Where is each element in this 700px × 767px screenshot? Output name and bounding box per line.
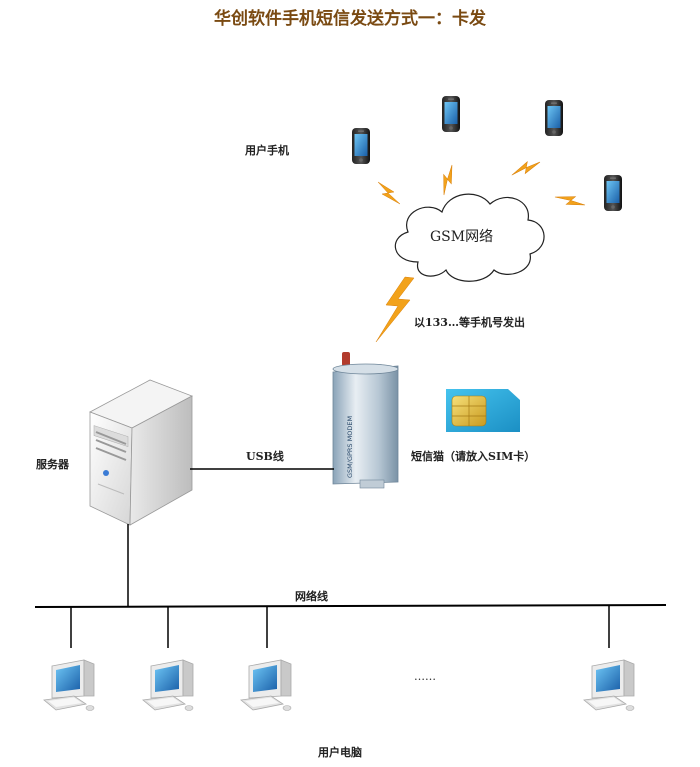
smartphone-icon [352, 128, 370, 164]
lightning-icon [511, 154, 541, 183]
lightning-icon [375, 276, 415, 343]
lightning-icon [554, 185, 586, 217]
lightning-icon [432, 164, 464, 196]
user-computers-label: 用户电脑 [318, 746, 362, 759]
sim-card-icon [446, 389, 520, 432]
ellipsis-label: …… [414, 670, 436, 683]
desktop-computer-icon [583, 659, 635, 711]
lightning-icon [377, 181, 401, 205]
network-backbone-line [34, 604, 667, 608]
desktop-computer-icon [142, 659, 194, 711]
cloud-icon [394, 193, 545, 282]
user-phones-label: 用户手机 [245, 144, 289, 157]
smartphone-icon [604, 175, 622, 211]
modem-icon: GSM/GPRS MODEM [332, 352, 399, 489]
desktop-computer-icon [240, 659, 292, 711]
gsm-network-label: GSM网络 [430, 229, 494, 245]
smartphone-icon [442, 96, 460, 132]
sms-modem-label: 短信猫（请放入SIM卡） [411, 450, 536, 463]
diagram-title: 华创软件手机短信发送方式一：卡发 [214, 9, 486, 29]
usb-cable-label: USB线 [246, 450, 284, 463]
smartphone-icon [545, 100, 563, 136]
server-icon [89, 379, 193, 526]
server-label: 服务器 [36, 458, 69, 471]
desktop-computer-icon [43, 659, 95, 711]
network-cable-label: 网络线 [295, 590, 328, 603]
modem-text: GSM/GPRS MODEM [346, 416, 354, 478]
send-from-label: 以133…等手机号发出 [414, 316, 525, 329]
